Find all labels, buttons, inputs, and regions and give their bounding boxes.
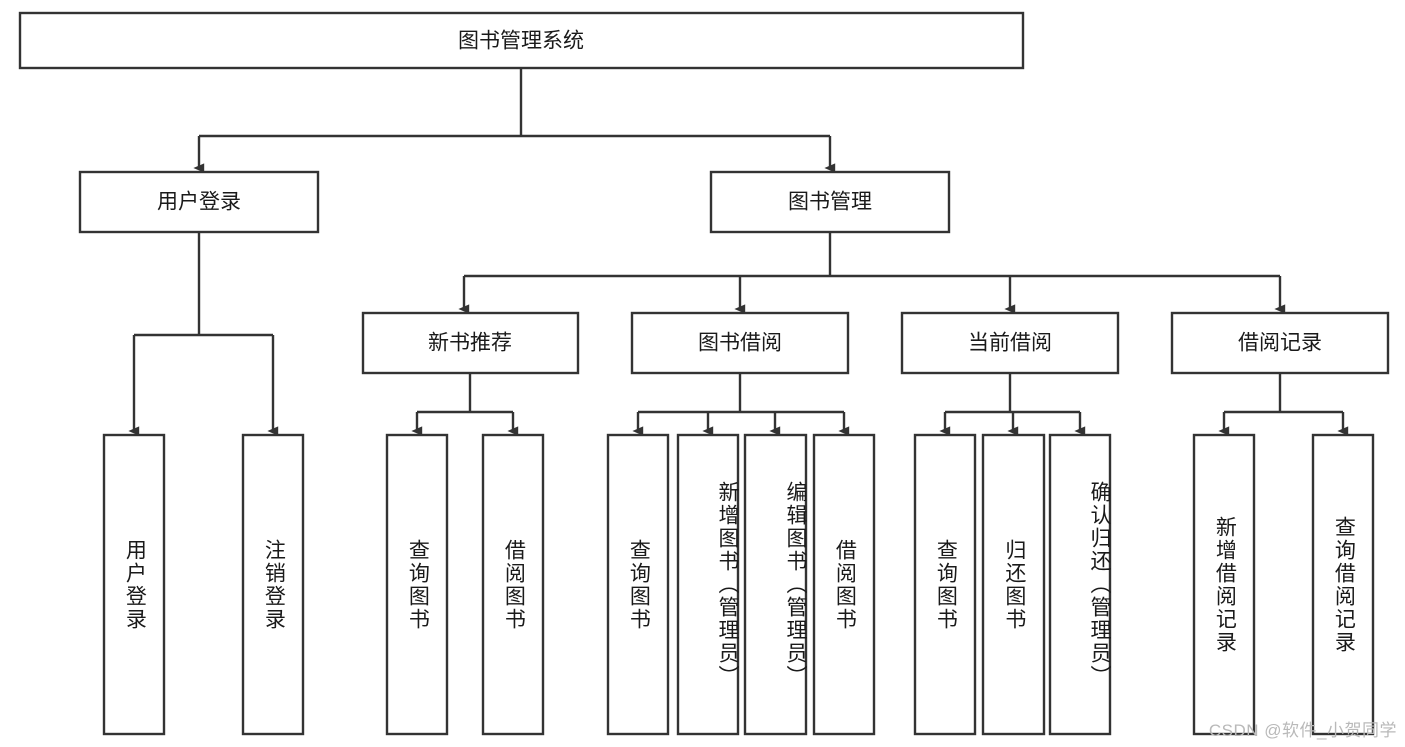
- node-box-current-borrow[interactable]: [900, 311, 1120, 375]
- node-label-current-borrow: 当前借阅: [968, 332, 1052, 355]
- csdn-watermark: CSDN @软件_小贺同学: [1208, 721, 1397, 740]
- node-box-leaf-confirm-return[interactable]: [1048, 433, 1112, 736]
- node-box-root[interactable]: [18, 11, 1025, 70]
- node-box-book-manage[interactable]: [709, 170, 951, 234]
- node-label-borrow-record: 借阅记录: [1238, 332, 1322, 355]
- node-label-user-login: 用户登录: [157, 191, 241, 214]
- node-box-leaf-add-book[interactable]: [676, 433, 740, 736]
- node-box-leaf-query-record[interactable]: [1311, 433, 1375, 736]
- node-box-book-borrow[interactable]: [630, 311, 850, 375]
- node-box-leaf-edit-book[interactable]: [743, 433, 808, 736]
- node-box-leaf-user-login[interactable]: [102, 433, 166, 736]
- node-box-user-login[interactable]: [78, 170, 320, 234]
- node-box-leaf-add-record[interactable]: [1192, 433, 1256, 736]
- node-box-leaf-query-book-2[interactable]: [606, 433, 670, 736]
- node-label-new-book-recommend: 新书推荐: [428, 332, 512, 355]
- node-box-leaf-borrow-book-1[interactable]: [481, 433, 545, 736]
- node-label-root: 图书管理系统: [458, 30, 584, 53]
- node-label-book-manage: 图书管理: [788, 191, 872, 214]
- node-box-new-book-recommend[interactable]: [361, 311, 580, 375]
- node-box-leaf-return-book[interactable]: [981, 433, 1046, 736]
- edge-layer: [128, 68, 1349, 436]
- node-label-book-borrow: 图书借阅: [698, 332, 782, 355]
- node-box-leaf-query-book-1[interactable]: [385, 433, 449, 736]
- node-layer: 图书管理系统 用户登录 图书管理 新书推荐 图书借阅 当前借阅 借阅记录: [18, 11, 1390, 736]
- node-box-leaf-logout-login[interactable]: [241, 433, 305, 736]
- node-box-leaf-query-book-3[interactable]: [913, 433, 977, 736]
- node-box-leaf-borrow-book-2[interactable]: [812, 433, 876, 736]
- node-box-borrow-record[interactable]: [1170, 311, 1390, 375]
